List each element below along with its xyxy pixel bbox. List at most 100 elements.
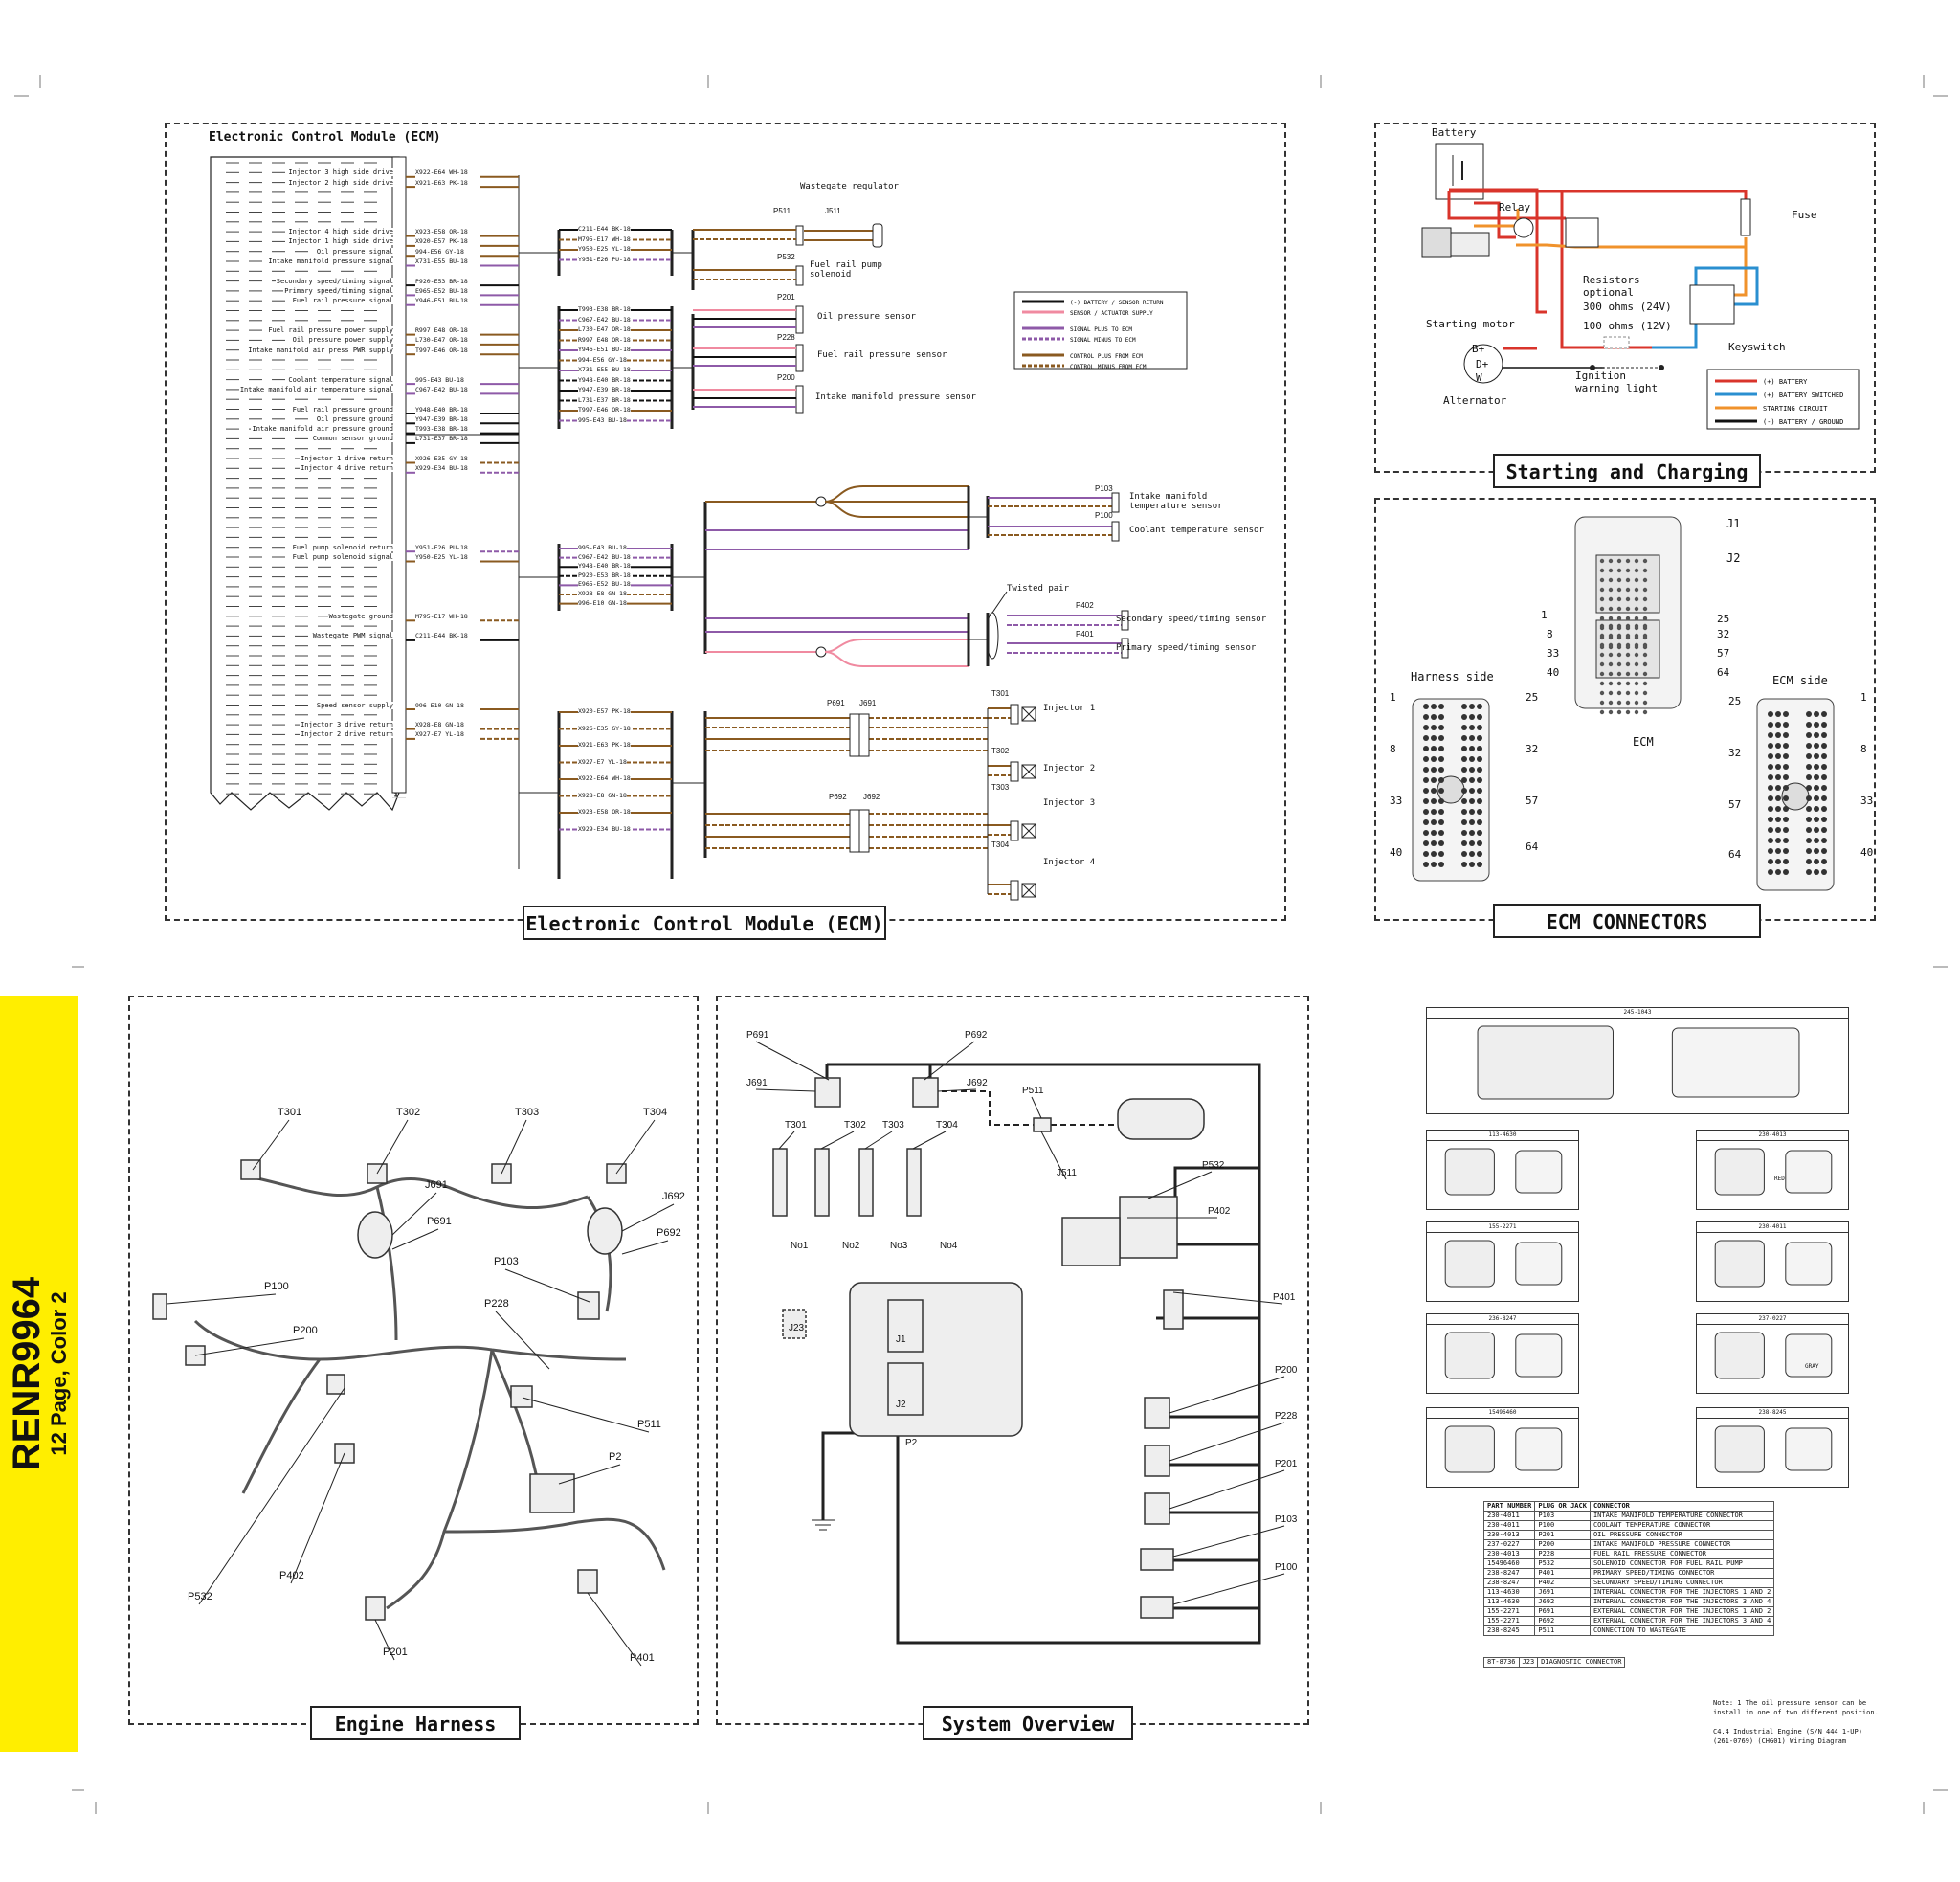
- table-cell: SECONDARY SPEED/TIMING CONNECTOR: [1589, 1578, 1775, 1588]
- legend-label: CONTROL PLUS FROM ECM: [1070, 353, 1143, 360]
- table-cell: 15496460: [1482, 1558, 1536, 1569]
- connector-label-j511: J511: [825, 207, 841, 215]
- bus-wire-label: Y948-E40 BR-18: [578, 375, 631, 384]
- bus-wire-label: Y947-E39 BR-18: [578, 386, 631, 393]
- legend-label: SENSOR / ACTUATOR SUPPLY: [1070, 310, 1153, 317]
- table-cell: 238-8247: [1482, 1578, 1536, 1588]
- bus-wire-label: 995-E43 BU-18: [578, 544, 627, 551]
- label-w: W: [1476, 371, 1482, 384]
- connector-label-p692: P692: [829, 793, 847, 801]
- table-cell: 230-4013: [1482, 1530, 1536, 1540]
- color-red: RED: [1774, 1176, 1785, 1182]
- harness-pin-57: 57: [1526, 795, 1539, 807]
- legend-label: (+) BATTERY: [1763, 378, 1808, 386]
- ecm-side-pin-1: 1: [1860, 691, 1867, 704]
- ecm-side-pin-40: 40: [1860, 846, 1874, 859]
- harness-label-j691: J691: [425, 1179, 448, 1191]
- pin-label: Speed sensor supply: [315, 701, 394, 709]
- label-coolant-temp: Coolant temperature sensor: [1129, 526, 1264, 535]
- wire-label: P920-E53 BR-18: [415, 277, 468, 285]
- table-cell: P103: [1534, 1511, 1591, 1521]
- part-box-230-4011: 230-4011: [1696, 1221, 1849, 1302]
- pin-label: Injector 2 high side drive: [287, 178, 394, 187]
- harness-label-p532: P532: [188, 1591, 212, 1602]
- harness-label-t301: T301: [278, 1107, 302, 1118]
- connector-label-j691: J691: [859, 699, 877, 707]
- bus-wire-label: T993-E38 BR-18: [578, 305, 631, 313]
- wire-label: X921-E63 PK-18: [415, 178, 468, 187]
- table-cell: P201: [1534, 1530, 1591, 1540]
- table-cell: 155-2271: [1482, 1606, 1536, 1617]
- harness-label-p402: P402: [279, 1570, 304, 1581]
- pin-label: Fuel rail pressure ground: [291, 405, 394, 414]
- table-cell: SOLENOID CONNECTOR FOR FUEL RAIL PUMP: [1589, 1558, 1775, 1569]
- start-legend-box: [1706, 369, 1860, 430]
- label-injector-4: Injector 4: [1043, 858, 1096, 867]
- part-drawing: [1444, 1148, 1563, 1196]
- label-resistors: Resistors optional: [1583, 274, 1640, 299]
- part-box-155-2271: 155-2271: [1426, 1221, 1579, 1302]
- bus-wire-label: 996-E10 GN-18: [578, 598, 627, 607]
- part-box-238-8245: 238-8245: [1696, 1407, 1849, 1488]
- label-injector-2: Injector 2: [1043, 764, 1096, 773]
- label-starting-motor: Starting motor: [1426, 318, 1515, 330]
- document-tab: RENR9964 12 Page, Color 2: [0, 996, 78, 1752]
- label-ignition: Ignition warning light: [1575, 370, 1659, 394]
- harness-pin-25: 25: [1526, 691, 1539, 704]
- connectors-drawing: [1412, 516, 1835, 891]
- ecm-side-pin-64: 64: [1728, 848, 1742, 861]
- part-drawing: [1477, 1025, 1800, 1100]
- connector-label-t302: T302: [991, 747, 1010, 755]
- legend-label: (-) BATTERY / GROUND: [1763, 418, 1843, 426]
- table-cell: COOLANT TEMPERATURE CONNECTOR: [1589, 1520, 1775, 1531]
- part-box-237-0227: 237-0227: [1696, 1313, 1849, 1394]
- connector-label-p228: P228: [777, 333, 795, 342]
- parts-note: Note: 1 The oil pressure sensor can be i…: [1713, 1699, 1879, 1716]
- table-cell: P100: [1534, 1520, 1591, 1531]
- bus-wire-label: 994-E56 GY-18: [578, 355, 627, 364]
- connector-label-t303: T303: [991, 783, 1010, 792]
- harness-label-p200: P200: [293, 1325, 318, 1336]
- overview-label-p200: P200: [1275, 1365, 1298, 1376]
- module-pin-1: 1: [1541, 609, 1548, 621]
- pin-label: Injector 3 drive return: [300, 721, 394, 729]
- table-cell: INTERNAL CONNECTOR FOR THE INJECTORS 3 A…: [1589, 1597, 1775, 1607]
- part-number: 238-8245: [1697, 1408, 1848, 1419]
- label-alternator: Alternator: [1443, 394, 1507, 407]
- part-number: 15496460: [1427, 1408, 1578, 1419]
- wire-label: L730-E47 OR-18: [415, 336, 468, 345]
- pin-label: Primary speed/timing signal: [283, 286, 394, 295]
- table-cell: P228: [1534, 1549, 1591, 1559]
- table-cell: J23: [1518, 1657, 1539, 1668]
- bus-wire-label: E965-E52 BU-18: [578, 580, 631, 589]
- pin-label: Injector 1 drive return: [300, 455, 394, 462]
- table-cell: 237-0227: [1482, 1539, 1536, 1550]
- label-j1: J1: [1726, 517, 1741, 530]
- table-cell: FUEL RAIL PRESSURE CONNECTOR: [1589, 1549, 1775, 1559]
- overview-label-t303: T303: [882, 1120, 904, 1131]
- pin-label: Oil pressure signal: [315, 247, 394, 256]
- bus-wire-label: X928-E8 GN-18: [578, 791, 627, 799]
- starting-panel-title: Starting and Charging: [1493, 454, 1761, 488]
- label-intake-pressure: Intake manifold pressure sensor: [815, 392, 976, 402]
- overview-label-j2: J2: [896, 1400, 906, 1410]
- wire-label: Y951-E26 PU-18: [415, 543, 468, 551]
- overview-label-p201: P201: [1275, 1459, 1298, 1469]
- wire-label: E965-E52 BU-18: [415, 286, 468, 295]
- connector-label-p532: P532: [777, 253, 795, 261]
- pin-label: Intake manifold air pressure ground: [251, 425, 394, 434]
- pin-label: Common sensor ground: [311, 435, 394, 443]
- wire-label: X731-E55 BU-18: [415, 258, 468, 265]
- harness-label-p692: P692: [657, 1227, 681, 1239]
- table-cell: 238-8245: [1482, 1625, 1536, 1636]
- ecm-side-pin-32: 32: [1728, 747, 1742, 759]
- bus-wire-label: R997 E48 OR-18: [578, 335, 631, 344]
- module-pin-25: 25: [1717, 613, 1730, 625]
- connector-label-p402: P402: [1076, 601, 1094, 610]
- wire-label: T997-E46 OR-18: [415, 346, 468, 354]
- bus-wire-label: X920-E57 PK-18: [578, 707, 631, 715]
- overview-drawing: [755, 1041, 1285, 1645]
